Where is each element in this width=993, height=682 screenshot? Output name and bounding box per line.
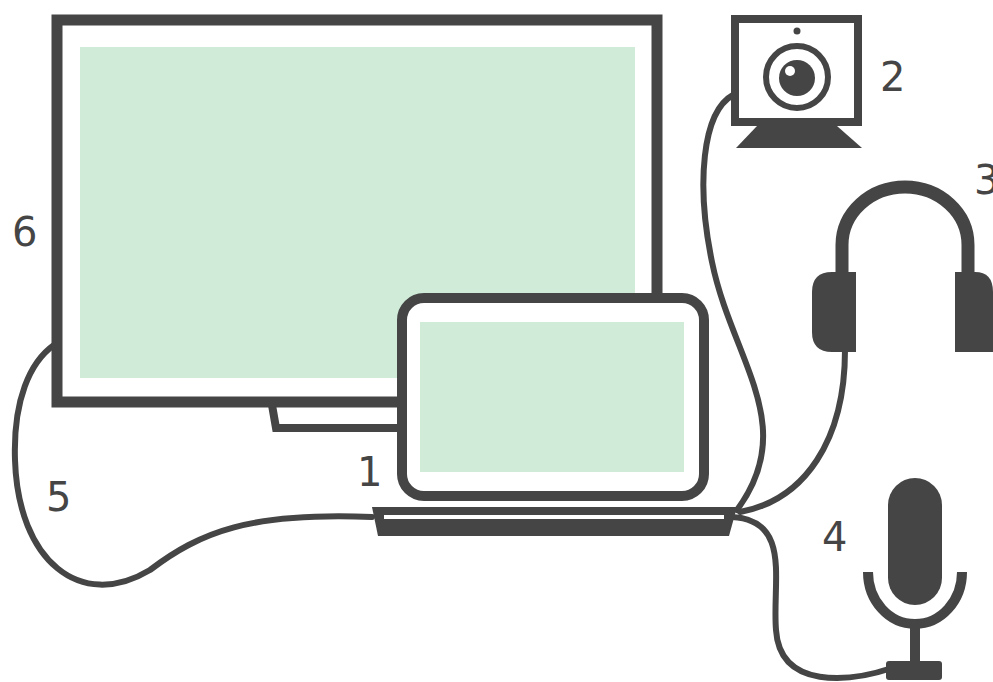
webcam-lens-ring: [766, 46, 828, 108]
callout-number: 5: [46, 477, 71, 517]
headphone-cable: [740, 350, 845, 512]
webcam-led: [794, 28, 801, 35]
mic-holder: [868, 572, 962, 624]
laptop: [372, 298, 737, 536]
microphone: [868, 478, 962, 680]
headphones: [812, 187, 993, 352]
callout-number: 4: [822, 517, 847, 557]
callout-number: 1: [357, 452, 382, 492]
mic-stem: [910, 622, 920, 664]
microphone-cable: [732, 517, 892, 678]
webcam-stand: [736, 126, 862, 148]
webcam: [735, 19, 862, 148]
callout-number: 6: [12, 212, 37, 252]
laptop-screen: [420, 322, 684, 472]
right-earcup: [955, 272, 993, 352]
laptop-base: [372, 507, 737, 536]
left-earcup: [812, 272, 856, 352]
mic-capsule: [888, 478, 942, 605]
callout-number: 2: [880, 57, 905, 97]
laptop-base-edge: [384, 515, 724, 519]
laptop-lid: [402, 298, 704, 496]
headband: [842, 187, 968, 300]
webcam-body: [735, 19, 858, 122]
webcam-cable: [703, 95, 763, 510]
callout-number: 3: [974, 160, 993, 200]
webcam-lens: [779, 60, 815, 96]
lens-highlight: [785, 66, 795, 76]
monitor-stand: [272, 405, 400, 428]
mic-base: [886, 661, 942, 680]
